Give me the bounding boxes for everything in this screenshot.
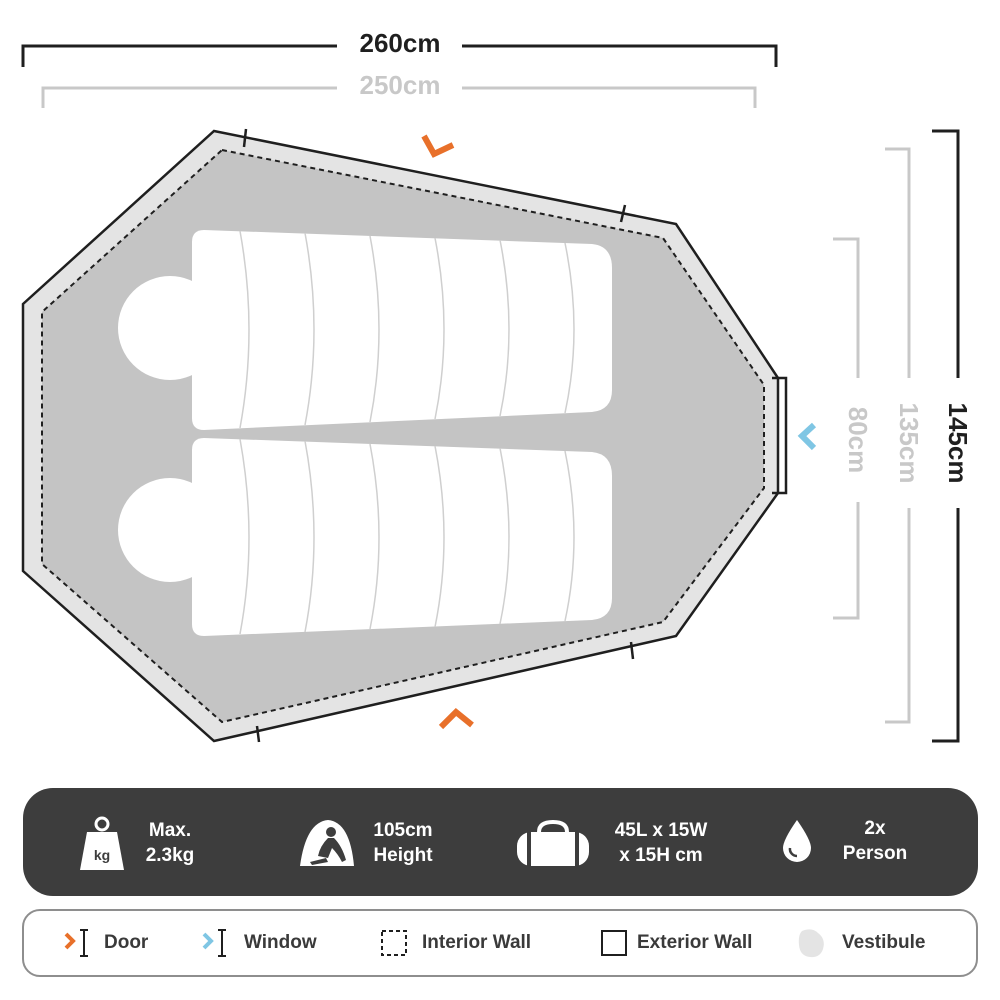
outer-width-label: 145cm (943, 403, 973, 484)
legend-vestibule-label: Vestibule (842, 932, 926, 953)
legend-exterior-wall-label: Exterior Wall (637, 932, 753, 953)
outer-width-dimension: 145cm (932, 129, 973, 743)
door-marker-icon (421, 134, 455, 158)
inner-width-label: 135cm (894, 403, 924, 484)
outer-length-dimension: 260cm (21, 28, 778, 67)
sleeping-bag-top (118, 230, 612, 430)
sleeping-bag-bottom (118, 438, 612, 636)
water-drop-icon (783, 820, 811, 862)
window-marker-icon (202, 929, 226, 957)
legend-window: Window (200, 911, 350, 975)
legend-door-label: Door (104, 932, 149, 953)
spec-weight: kg Max. 2.3kg (73, 788, 233, 896)
spec-pack-line1: 45L x 15W (614, 820, 708, 841)
legend-bar: Door Window Interior Wall Exterior Wall … (22, 909, 978, 977)
spec-height-line2: Height (373, 845, 433, 866)
door-ticks (242, 128, 635, 743)
end-width-label: 80cm (843, 407, 873, 474)
spec-pack-line2: x 15H cm (619, 845, 703, 866)
svg-text:kg: kg (94, 847, 110, 863)
legend-door: Door (62, 911, 182, 975)
spec-persons-line1: 2x (864, 818, 886, 839)
tent-person-icon (300, 820, 354, 866)
legend-interior-wall: Interior Wall (380, 911, 560, 975)
spec-height-line1: 105cm (373, 820, 433, 841)
inner-length-label: 250cm (360, 70, 441, 100)
vestibule-icon (798, 929, 824, 958)
spec-weight-line1: Max. (148, 820, 192, 841)
weight-icon: kg (80, 816, 124, 870)
door-marker-icon (64, 929, 88, 957)
window-bracket (772, 376, 788, 495)
door-marker-icon (438, 707, 474, 730)
inner-width-dimension: 135cm (885, 147, 924, 724)
interior-wall-icon (381, 930, 407, 956)
window-marker-icon (797, 422, 817, 451)
spec-persons-line2: Person (842, 843, 908, 864)
duffel-bag-icon (517, 820, 589, 866)
legend-vestibule: Vestibule (796, 911, 956, 975)
interior-wall (41, 148, 765, 724)
exterior-wall-icon (601, 930, 627, 956)
legend-exterior-wall: Exterior Wall (600, 911, 780, 975)
spec-weight-line2: 2.3kg (145, 845, 195, 866)
tent-floor-plan: 260cm 250cm 145cm 135cm 80cm (21, 28, 973, 743)
specs-bar: kg Max. 2.3kg 105cm Height (23, 788, 978, 896)
end-width-dimension: 80cm (833, 237, 873, 620)
inner-length-dimension: 250cm (41, 70, 757, 108)
spec-pack-size: 45L x 15W x 15H cm (515, 788, 745, 896)
outer-length-label: 260cm (360, 28, 441, 58)
spec-persons: 2x Person (779, 788, 929, 896)
legend-window-label: Window (244, 932, 317, 953)
legend-interior-wall-label: Interior Wall (422, 932, 532, 953)
spec-height: 105cm Height (298, 788, 468, 896)
